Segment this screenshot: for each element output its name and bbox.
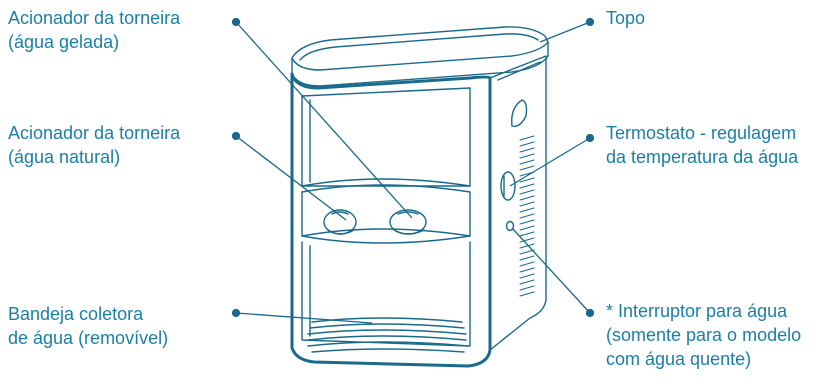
dispensing-area (301, 241, 471, 347)
drip-tray-grille (307, 317, 469, 353)
leader-faucet-cold (235, 21, 413, 219)
leader-dot-thermostat (585, 133, 595, 143)
label-switch-line2: (somente para o modelo (606, 325, 802, 345)
label-thermostat: Termostato - regulagem da temperatura da… (606, 121, 798, 169)
label-thermostat-line2: da temperatura da água (606, 147, 799, 167)
label-switch-line3: com água quente) (606, 349, 752, 369)
label-switch-line1: * Interruptor para água (606, 301, 788, 321)
label-drip-tray: Bandeja coletora de água (removível) (8, 302, 168, 350)
faucet-recess (301, 191, 471, 244)
dispenser-body (290, 72, 492, 368)
leader-dot-switch (585, 308, 595, 318)
front-panel (301, 87, 471, 193)
side-handle-icon (511, 99, 528, 127)
leader-dot-faucet-natural (231, 131, 241, 141)
label-faucet-cold: Acionador da torneira (água gelada) (8, 6, 180, 54)
label-faucet-cold-line2: (água gelada) (8, 32, 120, 52)
faucet-natural-icon (323, 209, 357, 235)
side-panel (489, 55, 547, 351)
leader-dot-drip-tray (231, 308, 241, 318)
label-faucet-cold-line1: Acionador da torneira (8, 8, 181, 28)
leader-dot-faucet-cold (231, 17, 241, 27)
label-switch: * Interruptor para água (somente para o … (606, 299, 801, 371)
thermostat-knob-icon (500, 171, 516, 201)
dispenser-top (291, 26, 549, 87)
leader-switch (511, 227, 591, 314)
side-vents (519, 135, 535, 297)
label-drip-tray-line1: Bandeja coletora (8, 304, 144, 324)
leader-drip-tray (235, 312, 373, 324)
label-faucet-natural: Acionador da torneira (água natural) (8, 121, 180, 169)
switch-icon (505, 220, 515, 232)
label-faucet-natural-line1: Acionador da torneira (8, 123, 181, 143)
leader-thermostat (509, 137, 591, 187)
leader-faucet-natural (235, 135, 347, 221)
label-drip-tray-line2: de água (removível) (8, 328, 169, 348)
leader-top (539, 21, 591, 43)
label-thermostat-line1: Termostato - regulagem (606, 123, 797, 143)
leader-dot-top (585, 17, 595, 27)
label-top: Topo (606, 6, 645, 30)
faucet-cold-icon (389, 209, 427, 235)
label-faucet-natural-line2: (água natural) (8, 147, 121, 167)
label-top-line1: Topo (606, 8, 646, 28)
